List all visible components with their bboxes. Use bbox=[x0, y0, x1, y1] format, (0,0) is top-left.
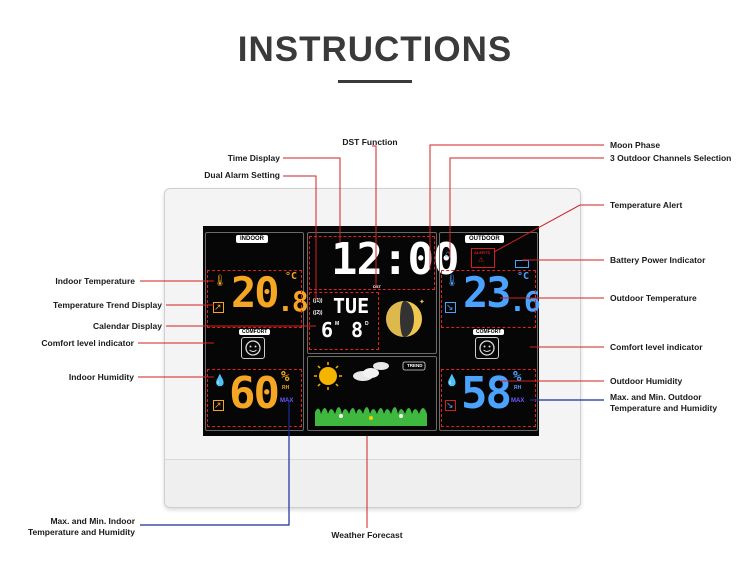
outdoor-temp-unit: °C bbox=[517, 271, 530, 282]
label-dual-alarm: Dual Alarm Setting bbox=[204, 170, 280, 180]
label-indoor-humidity: Indoor Humidity bbox=[68, 372, 134, 382]
label-time-display: Time Display bbox=[227, 153, 280, 163]
label-outdoor-humidity: Outdoor Humidity bbox=[610, 376, 683, 386]
outdoor-temp-highlight bbox=[441, 270, 536, 328]
outdoor-max-label: MAX bbox=[511, 398, 525, 404]
trend-tag: TREND bbox=[407, 363, 423, 368]
thermometer-icon: 🌡 bbox=[213, 275, 227, 287]
weekday-value: TUE bbox=[333, 294, 370, 318]
month-unit: M bbox=[335, 321, 340, 327]
weather-forecast-panel bbox=[307, 356, 437, 431]
outdoor-humidity-drop-icon: 💧 bbox=[445, 375, 459, 387]
label-max-min-indoor: Max. and Min. Indoor Temperature and Hum… bbox=[10, 516, 135, 538]
trend-arrow-icon: ↗ bbox=[213, 302, 224, 313]
channel-icon: ⌂ bbox=[445, 249, 452, 260]
label-max-min-outdoor: Max. and Min. Outdoor Temperature and Hu… bbox=[610, 392, 745, 414]
indoor-tag: INDOOR bbox=[236, 235, 268, 243]
battery-icon bbox=[515, 260, 529, 268]
outdoor-temperature-value: 23 bbox=[463, 268, 512, 317]
indoor-humidity-highlight bbox=[207, 369, 302, 427]
label-dst-function: DST Function bbox=[342, 137, 398, 147]
alert-bell-icon: ⚠ bbox=[478, 257, 485, 264]
outdoor-humidity-trend-icon: ↘ bbox=[445, 400, 456, 411]
label-calendar-display: Calendar Display bbox=[93, 321, 162, 331]
label-weather-forecast: Weather Forecast bbox=[331, 530, 403, 540]
indoor-comfort-tag: COMFORT bbox=[239, 329, 271, 335]
outdoor-thermometer-icon: 🌡 bbox=[445, 275, 459, 287]
alarm-1-indicator: ((1)) bbox=[313, 298, 323, 304]
label-outdoor-temperature: Outdoor Temperature bbox=[610, 293, 697, 303]
outdoor-smiley-icon bbox=[479, 340, 495, 356]
calendar-highlight bbox=[309, 292, 379, 350]
outdoor-comfort-tag: COMFORT bbox=[473, 329, 505, 335]
label-max-min-indoor-line2: Temperature and Humidity bbox=[27, 527, 135, 537]
outdoor-humidity-value: 58 bbox=[461, 368, 512, 419]
indoor-rh-label: RH bbox=[282, 385, 290, 391]
temperature-alert-box: ALERTS ⚠ bbox=[471, 248, 495, 268]
outdoor-tag: OUTDOOR bbox=[465, 235, 504, 243]
dst-tag: DST bbox=[373, 284, 381, 289]
title-underline bbox=[338, 80, 412, 83]
humidity-drop-icon: 💧 bbox=[213, 375, 227, 387]
outdoor-humidity-highlight bbox=[441, 369, 536, 427]
label-max-min-outdoor-line2: Temperature and Humidity bbox=[610, 403, 718, 413]
month-value: 6 bbox=[321, 318, 334, 342]
label-comfort-right: Comfort level indicator bbox=[610, 342, 703, 352]
alerts-tag: ALERTS bbox=[474, 250, 490, 255]
label-temperature-trend: Temperature Trend Display bbox=[53, 300, 162, 310]
label-comfort-left: Comfort level indicator bbox=[41, 338, 134, 348]
label-outdoor-channels: 3 Outdoor Channels Selection bbox=[610, 153, 732, 163]
label-max-min-outdoor-line1: Max. and Min. Outdoor bbox=[610, 392, 702, 402]
alarm-2-indicator: ((2)) bbox=[313, 310, 323, 316]
label-max-min-indoor-line1: Max. and Min. Indoor bbox=[50, 516, 135, 526]
time-highlight bbox=[309, 236, 435, 290]
indoor-humidity-unit: % bbox=[281, 369, 290, 385]
outdoor-trend-icon: ↘ bbox=[445, 302, 456, 313]
moon-phase-icon: ✦ bbox=[386, 298, 425, 337]
page-title: INSTRUCTIONS bbox=[237, 30, 513, 69]
outdoor-comfort-face bbox=[475, 337, 499, 359]
indoor-temperature-value: 20 bbox=[231, 268, 280, 317]
outdoor-humidity-unit: % bbox=[513, 369, 522, 385]
lcd-screen: INDOOR 🌡 ↗ 20 .8 °C COMFORT 💧 ↗ 60 % RH … bbox=[203, 226, 541, 436]
day-value: 8 bbox=[351, 318, 364, 342]
outdoor-rh-label: RH bbox=[514, 385, 522, 391]
label-moon-phase: Moon Phase bbox=[610, 140, 661, 150]
svg-text:✦: ✦ bbox=[419, 298, 425, 306]
day-unit: D bbox=[365, 321, 369, 327]
weather-forecast-graphic bbox=[314, 361, 427, 426]
indoor-temp-highlight bbox=[207, 270, 302, 328]
label-battery-power: Battery Power Indicator bbox=[610, 255, 706, 265]
indoor-comfort-face bbox=[241, 337, 265, 359]
label-indoor-temperature: Indoor Temperature bbox=[55, 276, 135, 286]
label-temperature-alert: Temperature Alert bbox=[610, 200, 683, 210]
smiley-icon bbox=[245, 340, 261, 356]
device-base bbox=[165, 459, 580, 507]
